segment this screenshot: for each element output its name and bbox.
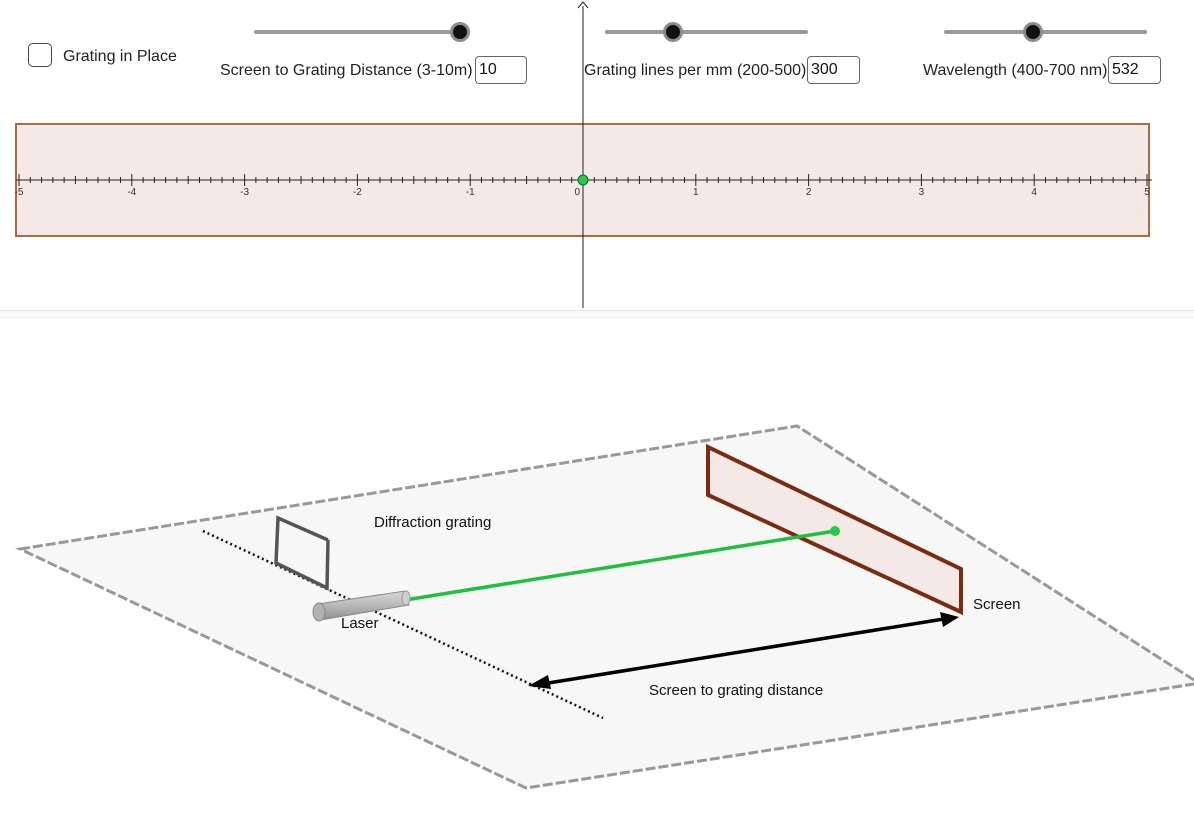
distance-input[interactable] xyxy=(475,56,527,84)
laser-beam xyxy=(404,529,836,602)
x-axis-major-ticks xyxy=(18,174,1148,186)
tick-label: 5 xyxy=(1144,187,1150,198)
wavelength-slider-track[interactable] xyxy=(944,30,1147,34)
distance-arrow xyxy=(535,616,951,687)
controls-panel: Grating in Place Screen to Grating Dista… xyxy=(0,0,1194,310)
screen-view-graph: -5 -4 -3 -2 -1 0 1 2 3 4 5 xyxy=(15,1,1152,308)
distance-slider-knob[interactable] xyxy=(450,22,470,42)
laser-label: Laser xyxy=(341,615,379,632)
panel-divider xyxy=(0,310,1194,318)
tick-label: 2 xyxy=(806,187,812,198)
grating-lines-label: Grating lines per mm (200-500) xyxy=(584,62,807,79)
wavelength-label: Wavelength (400-700 nm) xyxy=(923,62,1108,79)
distance-label: Screen to Grating Distance (3-10m) xyxy=(220,62,473,79)
screen-label: Screen xyxy=(973,596,1021,613)
grating-lines-input[interactable] xyxy=(807,56,860,84)
tick-label: -4 xyxy=(127,187,136,198)
distance-slider[interactable] xyxy=(254,20,470,44)
grating-lines-slider[interactable] xyxy=(605,20,808,44)
tick-label: -3 xyxy=(240,187,249,198)
grating-in-place-checkbox[interactable] xyxy=(28,43,52,67)
x-axis-tick-labels: -5 -4 -3 -2 -1 0 1 2 3 4 5 xyxy=(15,187,1151,198)
tick-label: -1 xyxy=(466,187,475,198)
tick-label: 4 xyxy=(1031,187,1037,198)
wavelength-slider-knob[interactable] xyxy=(1023,22,1044,42)
table-surface xyxy=(14,424,1194,790)
screen-to-grating-distance-label: Screen to grating distance xyxy=(649,682,823,699)
tick-label: 0 xyxy=(574,187,580,198)
tick-label: 3 xyxy=(919,187,925,198)
laser-device xyxy=(312,590,411,622)
tick-label: 1 xyxy=(693,187,699,198)
distance-arrowhead-left-icon xyxy=(528,675,551,689)
distance-slider-track[interactable] xyxy=(254,30,460,34)
tick-label: -2 xyxy=(353,187,362,198)
grating-lines-slider-track[interactable] xyxy=(605,30,808,34)
y-axis-arrow-icon xyxy=(577,1,589,9)
x-axis-minor-ticks xyxy=(29,176,1137,184)
wavelength-slider[interactable] xyxy=(944,20,1147,44)
grating-in-place-label: Grating in Place xyxy=(63,48,177,65)
screen-spot xyxy=(830,526,840,536)
wavelength-input[interactable] xyxy=(1108,56,1161,84)
tick-label: -5 xyxy=(15,187,24,198)
diffraction-grating-frame xyxy=(274,515,330,591)
diffraction-grating-label: Diffraction grating xyxy=(374,514,491,531)
distance-arrowhead-right-icon xyxy=(940,612,959,627)
laser-spot-point[interactable] xyxy=(577,174,589,186)
grating-line xyxy=(202,529,604,720)
grating-lines-slider-knob[interactable] xyxy=(662,22,683,42)
